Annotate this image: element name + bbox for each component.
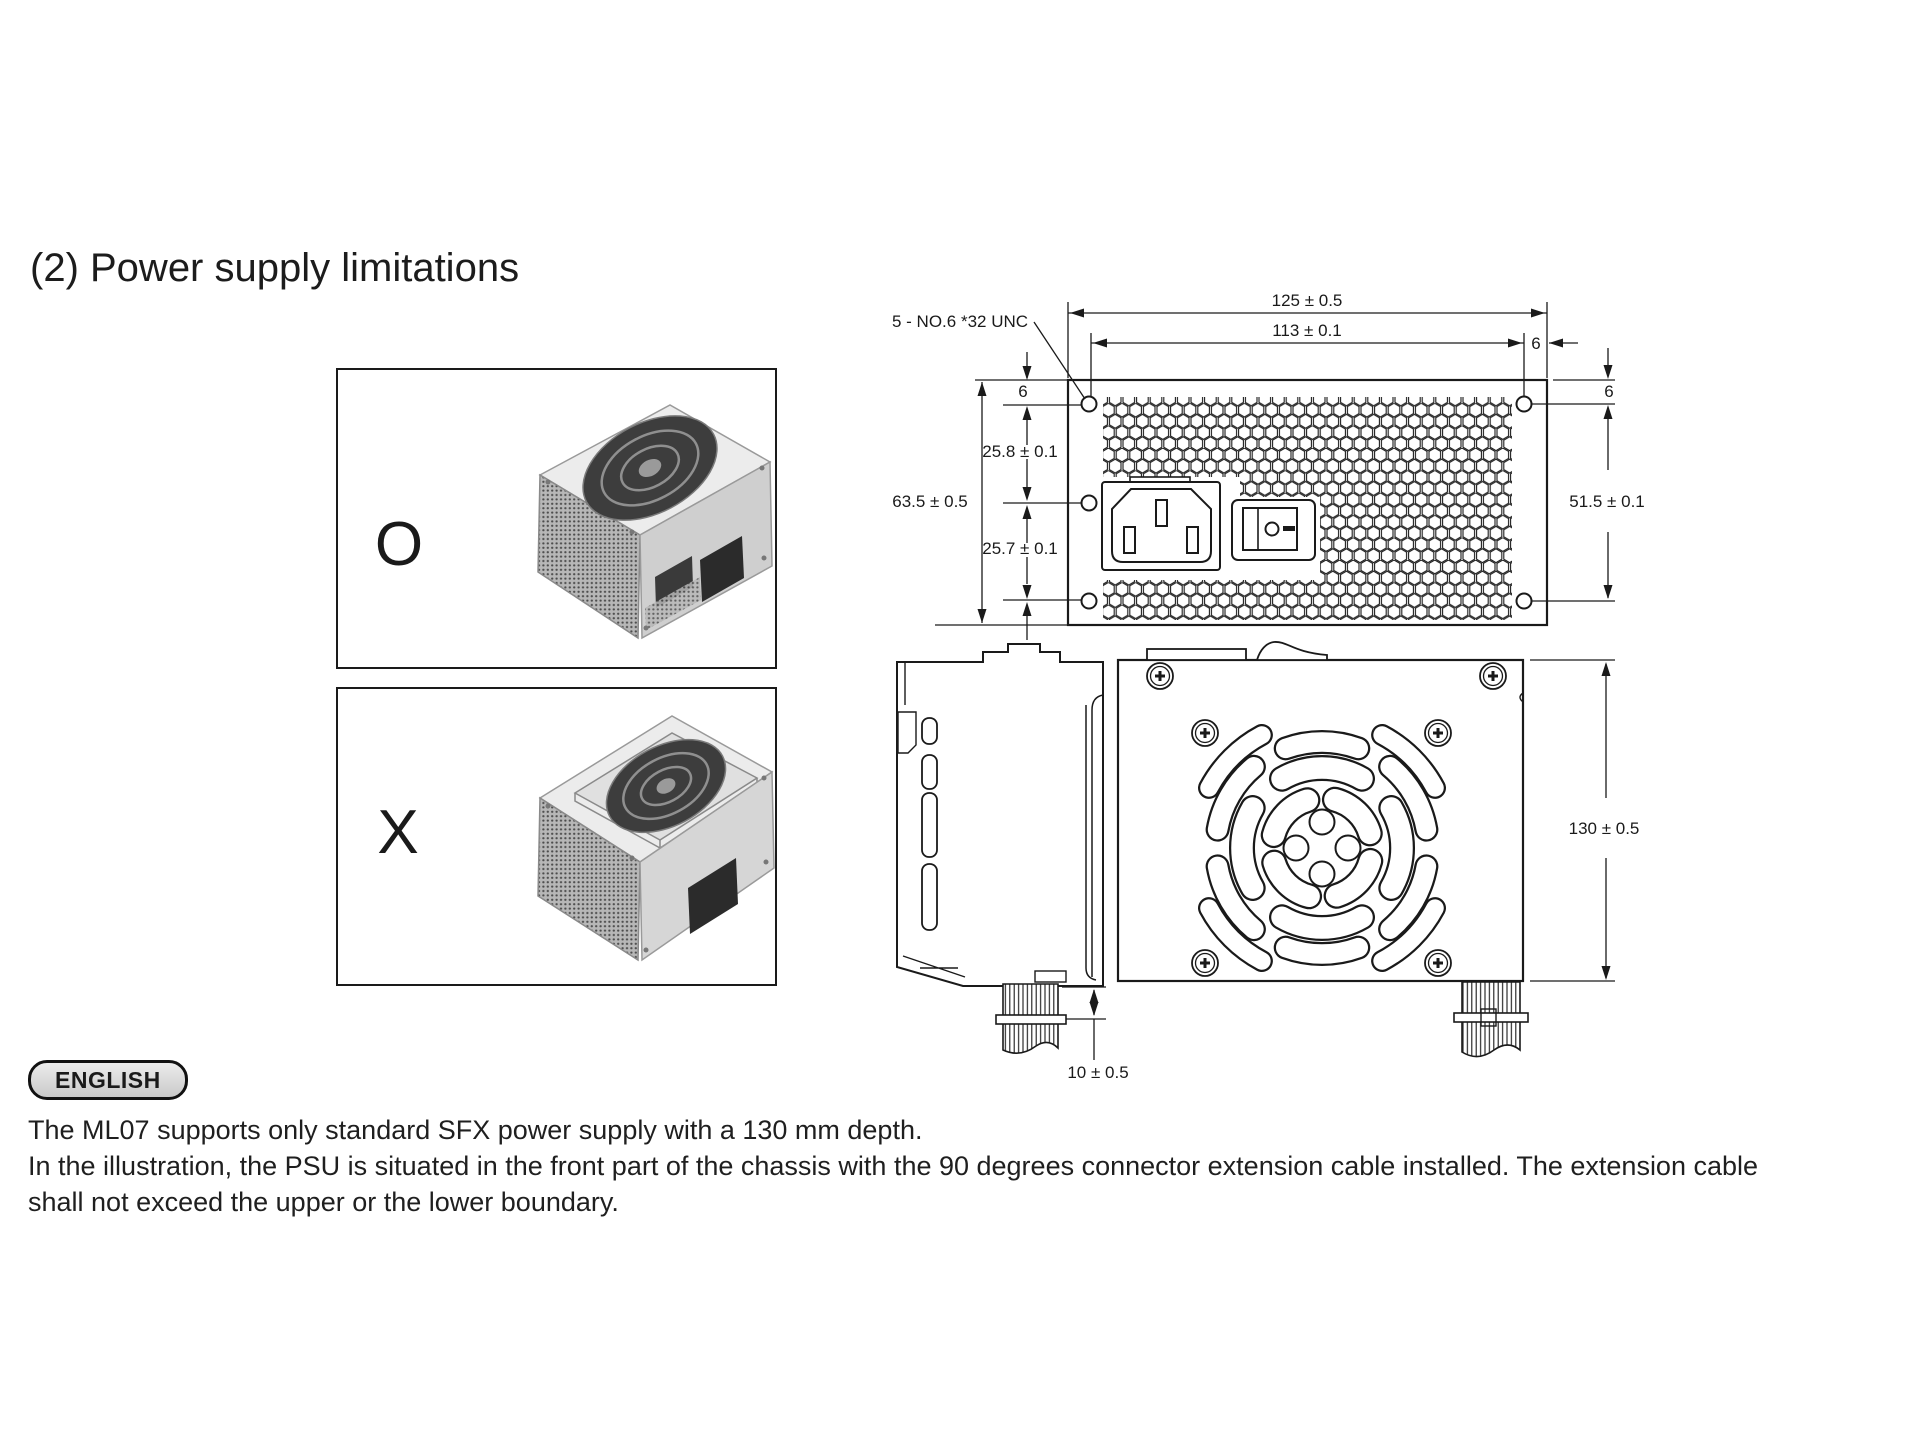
dim-top-hole-offset: 25.8 ± 0.1 — [982, 442, 1058, 461]
dim-edge-margin-top-right: 6 — [1531, 334, 1540, 353]
body-text-line2: In the illustration, the PSU is situated… — [28, 1151, 1759, 1181]
ac-inlet — [1101, 476, 1221, 571]
psu-photo-correct — [537, 404, 773, 640]
psu-photo-incorrect — [537, 715, 775, 962]
dim-cable-exit: 10 ± 0.5 — [1067, 1063, 1128, 1082]
language-badge: ENGLISH — [28, 1060, 188, 1100]
dim-overall-width: 125 ± 0.5 — [1272, 291, 1343, 310]
dim-overall-depth: 130 ± 0.5 — [1569, 819, 1640, 838]
side-view-diagram — [896, 643, 1104, 1054]
rear-view-diagram — [1066, 378, 1549, 627]
dim-edge-margin-left: 6 — [1018, 382, 1027, 401]
correct-mark: O — [375, 510, 423, 579]
cable-exit-dimension — [1062, 986, 1106, 1060]
dim-hole-span-horizontal: 113 ± 0.1 — [1272, 321, 1342, 340]
vent-honeycomb — [1103, 397, 1512, 620]
incorrect-psu-box: X — [336, 687, 777, 986]
dim-edge-margin-right: 6 — [1604, 382, 1613, 401]
body-text-line3: shall not exceed the upper or the lower … — [28, 1187, 619, 1217]
page-title: (2) Power supply limitations — [30, 246, 520, 290]
dim-bottom-hole-offset: 25.7 ± 0.1 — [982, 539, 1058, 558]
incorrect-mark: X — [377, 798, 418, 867]
power-switch — [1231, 499, 1316, 561]
correct-psu-box: O — [336, 368, 777, 669]
dim-overall-height: 63.5 ± 0.5 — [892, 492, 968, 511]
depth-dimension — [1530, 659, 1615, 982]
screws — [1146, 662, 1507, 977]
dim-hole-span-vertical: 51.5 ± 0.1 — [1569, 492, 1645, 511]
bottom-view-diagram — [1116, 641, 1529, 1058]
body-text-line1: The ML07 supports only standard SFX powe… — [28, 1115, 923, 1145]
thread-note: 5 - NO.6 *32 UNC — [892, 312, 1028, 331]
body-text: The ML07 supports only standard SFX powe… — [28, 1112, 1758, 1220]
fan-grille — [1198, 724, 1446, 972]
rear-view-dimensions — [935, 302, 1615, 640]
